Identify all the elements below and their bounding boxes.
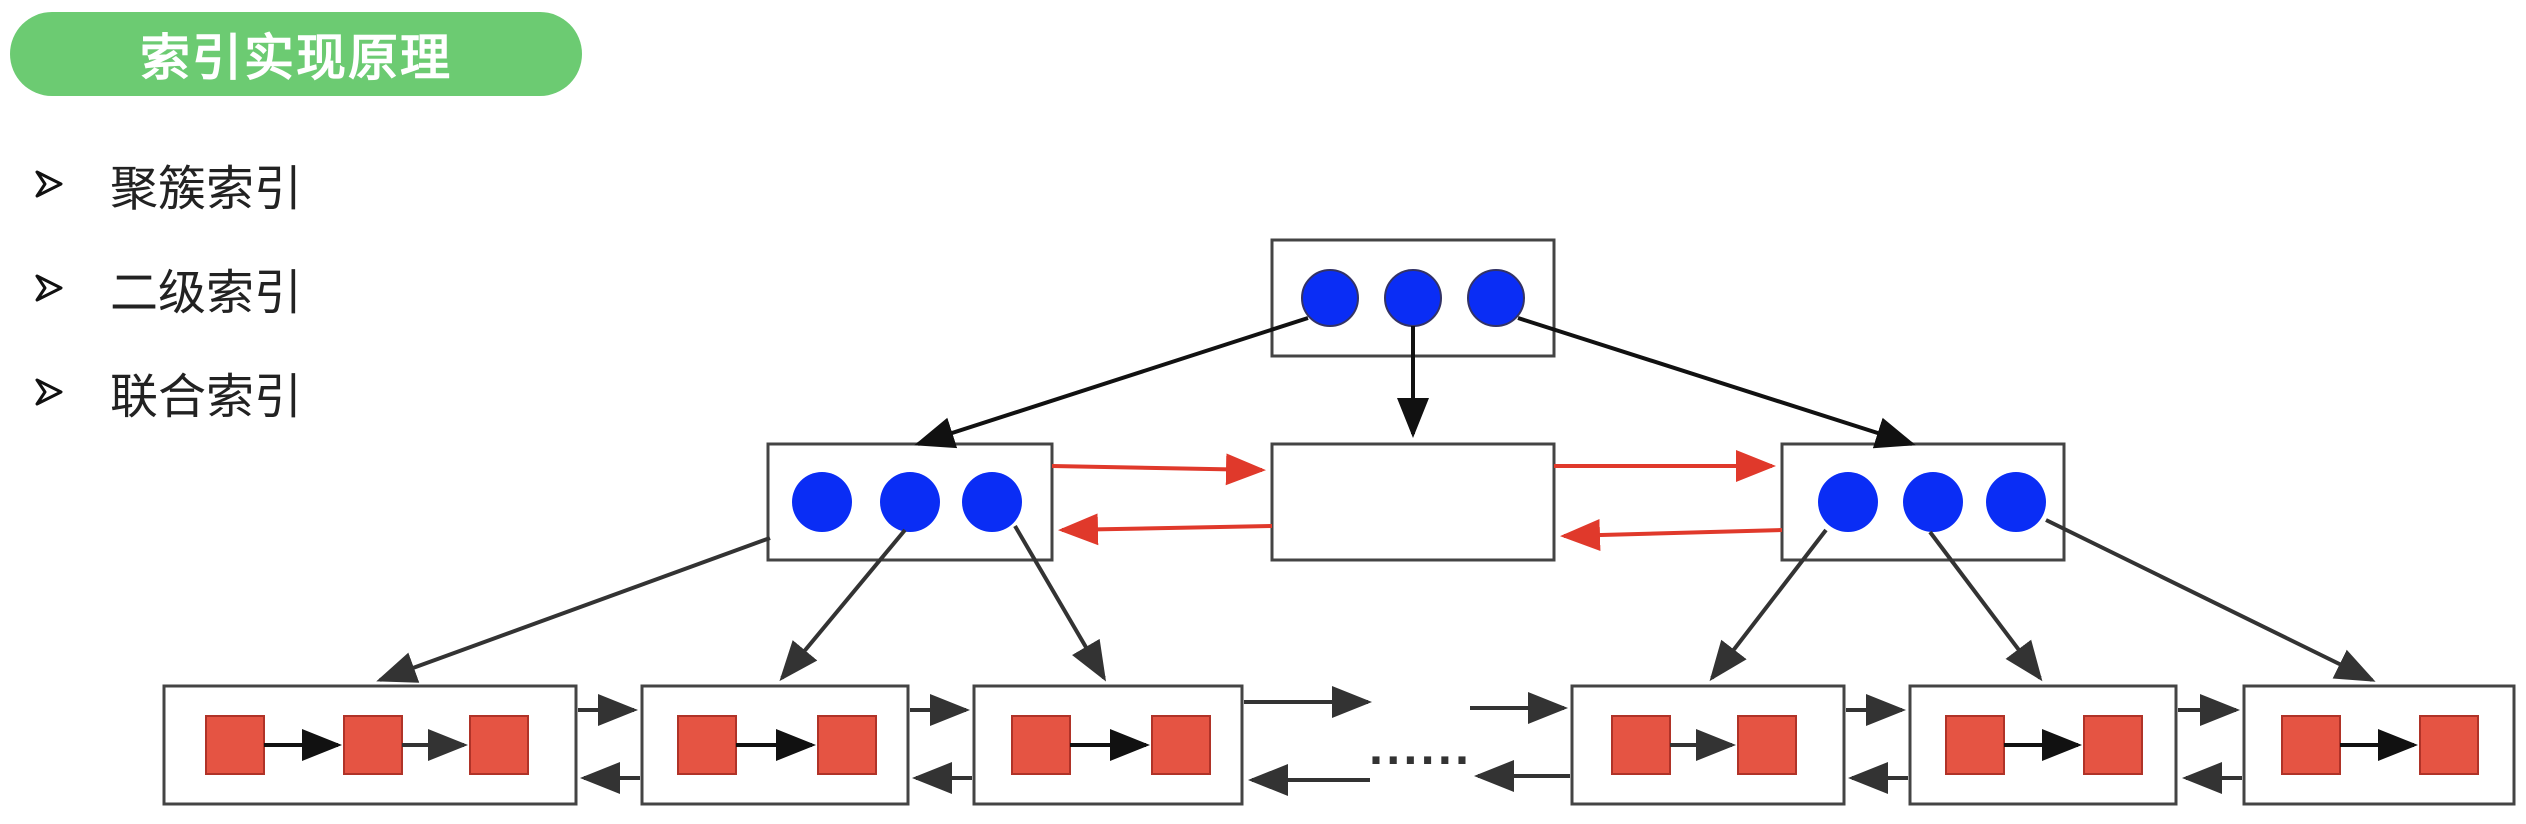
prev-sibling-arrow (1058, 513, 1273, 546)
leaf-node (640, 684, 910, 806)
pointer-arrow (1928, 530, 2043, 682)
pointer-arrow (1517, 316, 1916, 449)
leaf-node (1570, 684, 1846, 806)
internal-node-middle (1270, 442, 1556, 562)
internal-node-left (766, 442, 1054, 562)
pointer-arrow (914, 316, 1309, 449)
index-key (1467, 269, 1525, 327)
data-record (1151, 715, 1211, 775)
leaf-node (1908, 684, 2178, 806)
index-key (1301, 269, 1359, 327)
arrowhead-bullet-icon (35, 274, 63, 302)
bullet-text: 二级索引 (110, 265, 303, 321)
data-record (205, 715, 265, 775)
leaf-node (972, 684, 1244, 806)
pointer-arrow (1013, 524, 1107, 682)
internal-pointers (376, 518, 2376, 683)
leaf-sibling-links (578, 686, 2242, 796)
index-key (880, 472, 940, 532)
data-record (1945, 715, 2005, 775)
data-record (677, 715, 737, 775)
leaf-node (162, 684, 578, 806)
index-key (1384, 269, 1442, 327)
next-sibling-arrow (1051, 453, 1266, 486)
bullet-item: 联合索引 (34, 340, 302, 444)
data-record (2281, 715, 2341, 775)
page-title: 索引实现原理 (10, 12, 582, 96)
pointer-arrow (779, 528, 907, 682)
bullet-item: 二级索引 (34, 236, 302, 340)
arrowhead-bullet-icon (35, 170, 63, 198)
pointer-arrow (376, 536, 771, 683)
index-key (1818, 472, 1878, 532)
pointer-arrow (2045, 518, 2376, 682)
index-key (792, 472, 852, 532)
bullet-text: 联合索引 (110, 369, 303, 425)
prev-sibling-arrow (1560, 519, 1783, 552)
arrowhead-bullet-icon (35, 378, 63, 406)
bullet-text: 聚簇索引 (110, 161, 303, 217)
root-pointers (914, 316, 1916, 449)
leaf-node (2242, 684, 2516, 806)
data-record (343, 715, 403, 775)
data-record (1611, 715, 1671, 775)
data-record (2419, 715, 2479, 775)
data-record (469, 715, 529, 775)
internal-sibling-links (1051, 450, 1783, 552)
bullet-item: 聚簇索引 (34, 132, 302, 236)
data-record (2083, 715, 2143, 775)
ellipsis-text: ...... (1368, 728, 1471, 774)
data-record (1011, 715, 1071, 775)
data-record (1737, 715, 1797, 775)
index-key (1903, 472, 1963, 532)
data-record (817, 715, 877, 775)
index-key (962, 472, 1022, 532)
pointer-arrow (1709, 528, 1828, 682)
index-key (1986, 472, 2046, 532)
bullet-list: 聚簇索引 二级索引 联合索引 (34, 132, 302, 444)
page-title-text: 索引实现原理 (140, 29, 452, 87)
internal-node-right (1780, 442, 2066, 562)
